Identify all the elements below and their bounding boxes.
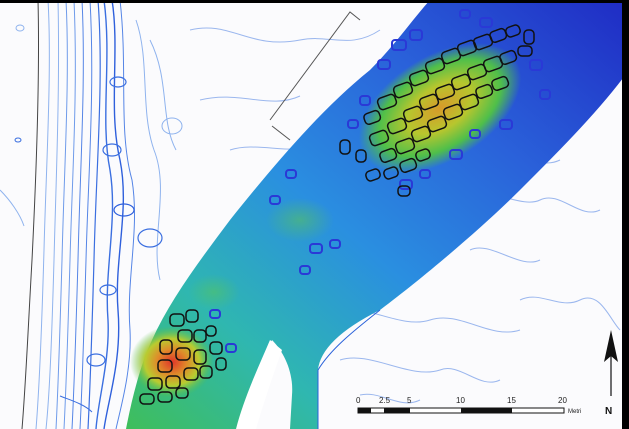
feature-outlines-black-ne xyxy=(339,24,535,197)
frame-top-edge xyxy=(0,0,629,3)
survey-strip xyxy=(126,0,629,429)
scale-tick-10: 10 xyxy=(456,396,465,405)
scale-tick-5: 5 xyxy=(407,396,412,405)
north-arrow: N xyxy=(604,330,618,417)
north-label: N xyxy=(605,406,612,417)
scale-tick-2-5: 2.5 xyxy=(379,396,391,405)
scale-tick-0: 0 xyxy=(356,396,361,405)
north-arrow-icon xyxy=(604,330,618,362)
feature-outlines-black-sw xyxy=(139,309,227,405)
frame-right-edge xyxy=(622,0,629,429)
shore-contours xyxy=(0,0,183,429)
scale-tick-15: 15 xyxy=(507,396,516,405)
scale-tick-20: 20 xyxy=(558,396,567,405)
scale-unit-label: Metri xyxy=(568,409,581,415)
scale-bar: 0 2.5 5 10 15 20 Metri xyxy=(356,396,581,415)
feature-outlines-blue xyxy=(209,9,551,353)
